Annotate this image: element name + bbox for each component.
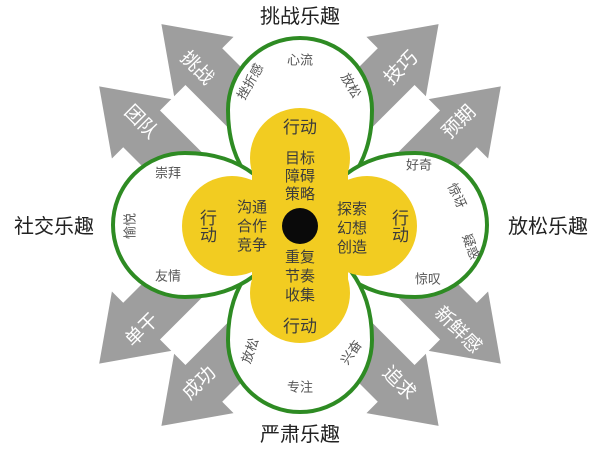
petal-bottom-action: 行动 — [283, 317, 317, 337]
petal-left-line-1: 沟通 — [237, 198, 267, 216]
petal-top-line-2: 障碍 — [285, 167, 315, 185]
petal-bottom-line-1: 重复 — [285, 248, 315, 266]
petal-right-action: 行动 — [388, 209, 409, 243]
word-amaze: 惊叹 — [415, 273, 441, 288]
petal-texts: 行动 目标 障碍 策略 探索 幻想 创造 行动 重复 节奏 收集 行动 沟通 合… — [196, 118, 409, 337]
petal-bottom-line-2: 节奏 — [285, 267, 315, 285]
petals-layer — [182, 108, 417, 343]
title-bottom: 严肃乐趣 — [260, 422, 340, 446]
petal-left-line-2: 合作 — [237, 217, 267, 235]
word-curious: 好奇 — [406, 158, 432, 174]
petal-right-line-1: 探索 — [337, 200, 367, 218]
word-admire: 崇拜 — [155, 167, 181, 182]
petal-left-action: 行动 — [196, 209, 217, 243]
petal-left-line-3: 竞争 — [237, 236, 267, 254]
title-left: 社交乐趣 — [14, 214, 94, 238]
word-flow: 心流 — [287, 54, 313, 69]
petal-bottom-line-3: 收集 — [285, 286, 315, 304]
word-pleasure: 愉悦 — [123, 213, 139, 239]
word-focus: 专注 — [287, 381, 313, 396]
word-friendship: 友情 — [155, 269, 181, 285]
petal-right-line-3: 创造 — [337, 238, 367, 256]
petal-top-line-3: 策略 — [285, 185, 315, 203]
title-top: 挑战乐趣 — [260, 4, 340, 28]
petal-right-line-2: 幻想 — [337, 219, 367, 237]
quadrant-titles: 挑战乐趣 放松乐趣 严肃乐趣 社交乐趣 — [14, 4, 588, 446]
center-dot — [282, 208, 318, 244]
title-right: 放松乐趣 — [508, 214, 588, 238]
petal-top-action: 行动 — [283, 118, 317, 138]
petal-top-line-1: 目标 — [285, 149, 315, 167]
